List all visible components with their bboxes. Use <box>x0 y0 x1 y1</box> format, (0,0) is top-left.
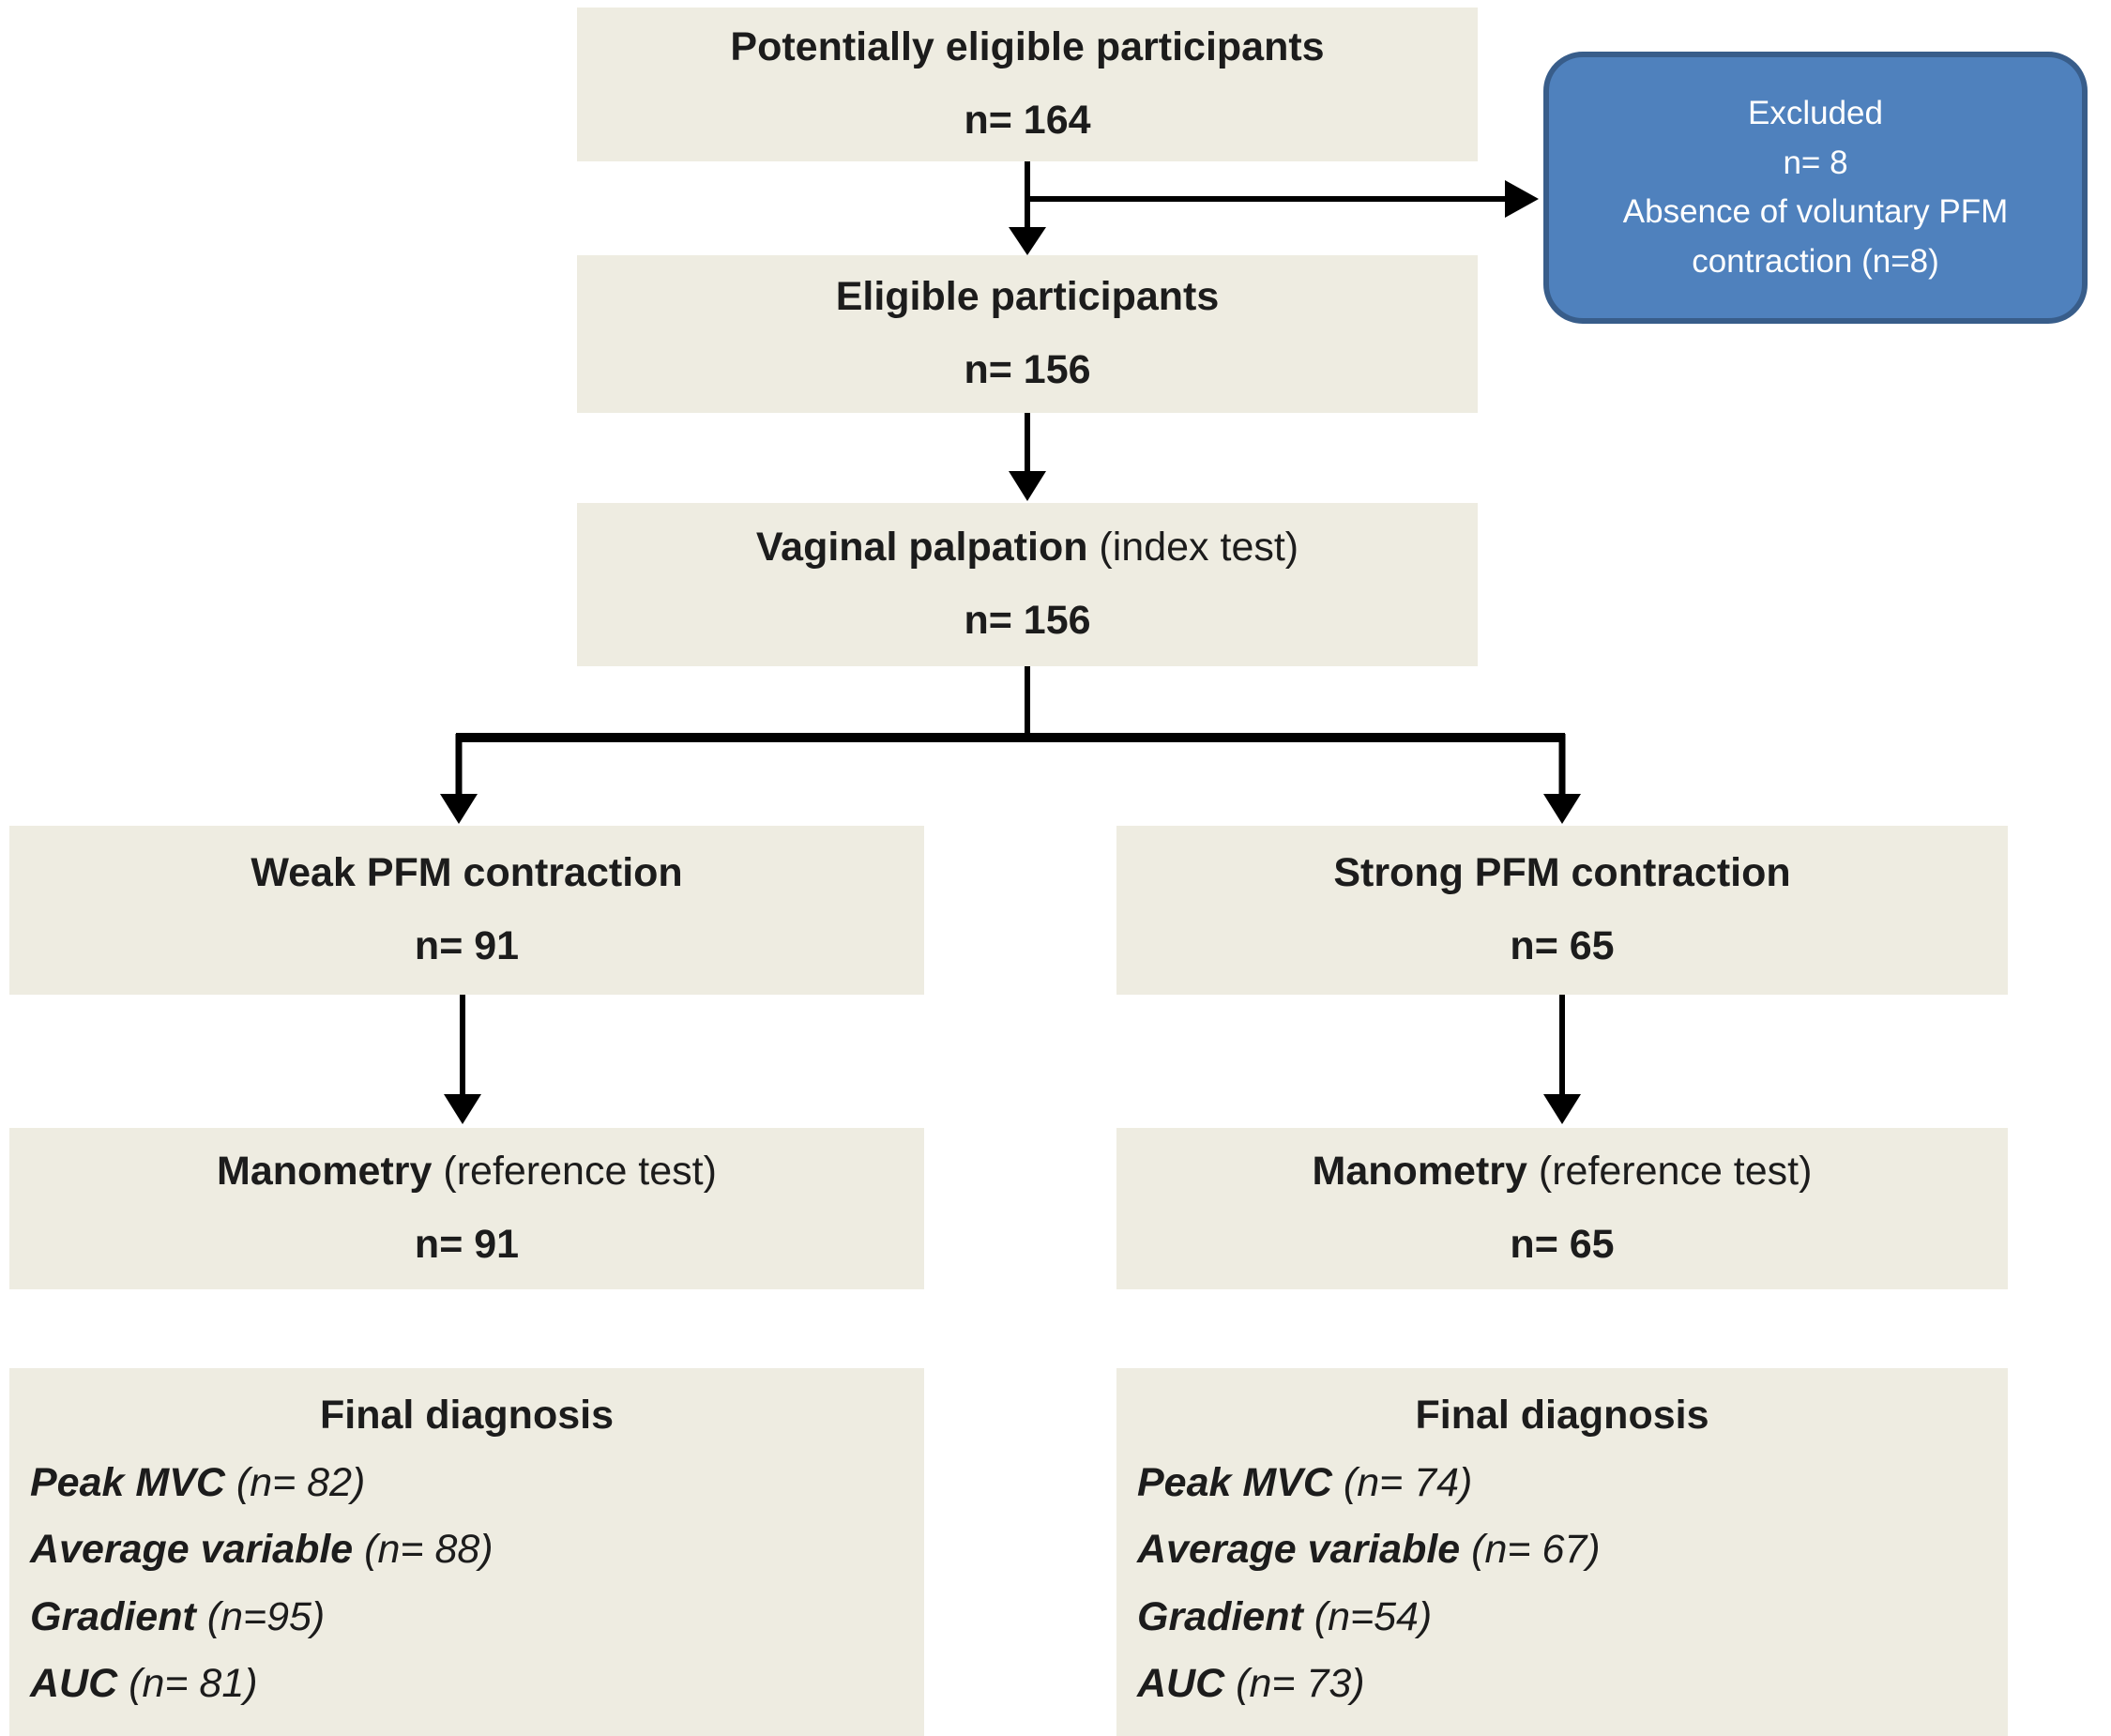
final-item-peak-mvc: Peak MVC (n= 74) <box>1137 1460 1987 1505</box>
box-n: n= 65 <box>1510 923 1615 968</box>
arrow-vaginal-palpation <box>1009 413 1046 501</box>
arrow-split <box>440 666 1581 824</box>
box-final-diagnosis-left: Final diagnosis Peak MVC (n= 82) Average… <box>9 1368 924 1736</box>
final-item-value: (n= 73) <box>1224 1660 1365 1706</box>
arrow-manometry-left <box>444 995 481 1124</box>
excluded-line1: Excluded <box>1748 95 1883 131</box>
box-title: Vaginal palpation (index test) <box>756 524 1298 572</box>
box-potentially-eligible: Potentially eligible participants n= 164 <box>577 8 1478 161</box>
final-item-label: Average variable <box>1137 1527 1461 1573</box>
box-title-bold: Manometry <box>217 1149 433 1195</box>
box-title: Weak PFM contraction <box>251 850 683 896</box>
final-item-gradient: Gradient (n=95) <box>30 1593 904 1639</box>
box-n: n= 91 <box>414 1222 520 1267</box>
box-n: n= 164 <box>964 98 1091 143</box>
box-title: Eligible participants <box>835 274 1220 320</box>
box-final-diagnosis-right: Final diagnosis Peak MVC (n= 74) Average… <box>1116 1368 2008 1736</box>
final-item-label: AUC <box>1137 1660 1225 1706</box>
final-item-value: (n= 81) <box>117 1660 258 1706</box>
arrow-manometry-right <box>1543 995 1581 1124</box>
excluded-line2: n= 8 <box>1783 144 1848 181</box>
final-item-gradient: Gradient (n=54) <box>1137 1593 1987 1639</box>
box-eligible: Eligible participants n= 156 <box>577 255 1478 413</box>
box-n: n= 91 <box>414 923 520 968</box>
final-item-label: Average variable <box>30 1527 354 1573</box>
box-n: n= 156 <box>964 598 1091 643</box>
final-item-peak-mvc: Peak MVC (n= 82) <box>30 1460 904 1505</box>
final-diagnosis-title: Final diagnosis <box>320 1393 614 1438</box>
box-title-bold: Manometry <box>1312 1149 1527 1195</box>
box-title: Potentially eligible participants <box>730 24 1325 70</box>
box-title: Manometry (reference test) <box>1313 1148 1813 1196</box>
box-manometry-left: Manometry (reference test) n= 91 <box>9 1128 924 1289</box>
box-title: Manometry (reference test) <box>217 1148 717 1196</box>
final-item-average-variable: Average variable (n= 67) <box>1137 1528 1987 1572</box>
final-item-auc: AUC (n= 73) <box>1137 1660 1987 1706</box>
final-item-label: Gradient <box>30 1593 196 1639</box>
box-title-plain: (index test) <box>1087 525 1299 571</box>
final-item-label: Gradient <box>1137 1593 1303 1639</box>
excluded-line3: Absence of voluntary PFM contraction (n=… <box>1622 193 2009 280</box>
box-title-plain: (reference test) <box>432 1149 717 1195</box>
final-item-value: (n=54) <box>1302 1593 1433 1639</box>
arrow-eligible <box>1009 161 1046 255</box>
box-n: n= 65 <box>1510 1222 1615 1267</box>
final-item-value: (n= 88) <box>353 1527 494 1573</box>
final-diagnosis-title: Final diagnosis <box>1415 1393 1709 1438</box>
final-item-average-variable: Average variable (n= 88) <box>30 1528 904 1572</box>
final-item-label: Peak MVC <box>30 1460 225 1505</box>
final-item-value: (n= 74) <box>1331 1460 1473 1505</box>
final-item-label: Peak MVC <box>1137 1460 1332 1505</box>
box-vaginal-palpation: Vaginal palpation (index test) n= 156 <box>577 503 1478 666</box>
final-item-label: AUC <box>30 1660 118 1706</box>
box-title: Strong PFM contraction <box>1333 850 1791 896</box>
arrow-excluded <box>1025 180 1539 218</box>
final-item-value: (n= 67) <box>1460 1527 1601 1573</box>
final-item-value: (n= 82) <box>224 1460 366 1505</box>
box-strong-pfm: Strong PFM contraction n= 65 <box>1116 826 2008 995</box>
box-excluded: Excluded n= 8 Absence of voluntary PFM c… <box>1543 52 2088 324</box>
box-weak-pfm: Weak PFM contraction n= 91 <box>9 826 924 995</box>
final-item-value: (n=95) <box>195 1593 326 1639</box>
box-n: n= 156 <box>964 347 1091 392</box>
box-title-plain: (reference test) <box>1526 1149 1813 1195</box>
box-manometry-right: Manometry (reference test) n= 65 <box>1116 1128 2008 1289</box>
final-item-auc: AUC (n= 81) <box>30 1660 904 1706</box>
box-title-bold: Vaginal palpation <box>755 525 1088 571</box>
